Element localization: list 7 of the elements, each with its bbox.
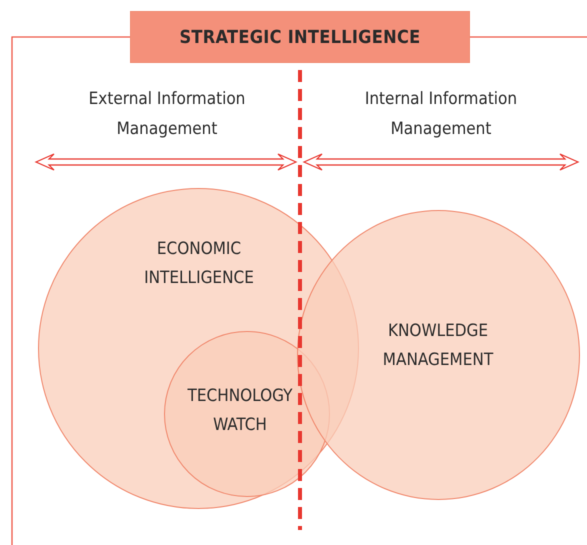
node-label: STRATEGIC INTELLIGENCE bbox=[179, 26, 421, 48]
node-label: ECONOMIC INTELLIGENCE bbox=[143, 238, 255, 290]
node-label: TECHNOLOGY WATCH bbox=[186, 385, 294, 437]
node-label: KNOWLEDGE MANAGEMENT bbox=[382, 320, 494, 372]
section-label: Internal Information Management bbox=[364, 88, 518, 141]
title-banner bbox=[130, 11, 470, 63]
section-label: External Information Management bbox=[88, 88, 246, 141]
